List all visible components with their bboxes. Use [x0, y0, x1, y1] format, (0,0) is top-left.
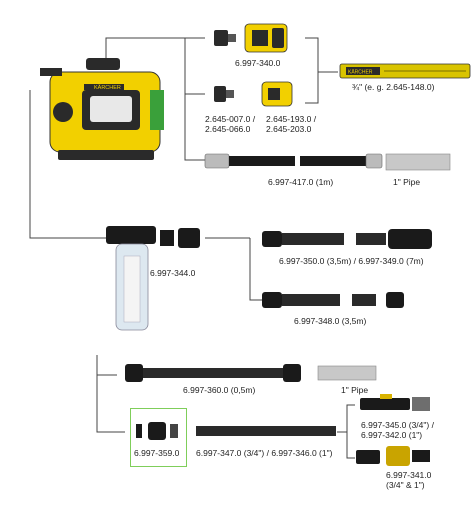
- line-valve-bracket: [346, 404, 355, 459]
- label-adapter-left: 2.645-007.0 / 2.645-066.0: [205, 114, 256, 134]
- suction-hose-short-illustration: [262, 292, 404, 308]
- label-valve-341: 6.997-341.0 (3/4" & 1"): [386, 470, 432, 490]
- valve-345-illustration: [360, 394, 430, 411]
- selected-item-highlight: [130, 408, 187, 467]
- label-flex-hose: 6.997-417.0 (1m): [268, 177, 334, 187]
- suction-hose-long-illustration: [262, 229, 432, 249]
- line-suction-bracket: [249, 238, 262, 301]
- garden-hose-illustration: [339, 63, 471, 79]
- label-hose-347: 6.997-347.0 (3/4") / 6.997-346.0 (1"): [196, 448, 333, 458]
- filter-illustration: [106, 226, 200, 331]
- label-adapter-right: 2.645-193.0 / 2.645-203.0: [266, 114, 317, 134]
- label-pipe-mid: 1" Pipe: [341, 385, 369, 395]
- connection-05m-illustration: [125, 364, 301, 382]
- pump-illustration: [40, 58, 164, 160]
- label-connection-05m: 6.997-360.0 (0,5m): [183, 385, 256, 395]
- line-pump-to-filter: [29, 90, 110, 239]
- label-garden-hose: ¾" (e. g. 2.645-148.0): [352, 82, 435, 92]
- flex-hose-illustration: [204, 153, 383, 169]
- label-valve-345: 6.997-345.0 (3/4") / 6.997-342.0 (1"): [361, 420, 434, 440]
- adapter-illustration: [214, 81, 293, 107]
- pump-brand-label: KÄRCHER: [94, 84, 121, 91]
- valve-341-illustration: [356, 446, 430, 466]
- label-suction-long: 6.997-350.0 (3,5m) / 6.997-349.0 (7m): [279, 256, 424, 266]
- pipe-top-illustration: [385, 153, 451, 171]
- line-bracket-hose: [305, 37, 319, 104]
- label-suction-short: 6.997-348.0 (3,5m): [294, 316, 367, 326]
- pipe-mid-illustration: [317, 365, 377, 381]
- connector-lines: [29, 37, 355, 459]
- label-filter: 6.997-344.0: [150, 268, 196, 278]
- label-connector-359: 6.997-359.0: [134, 448, 180, 458]
- line-filter-down: [96, 355, 117, 376]
- label-pipe-top: 1" Pipe: [393, 177, 421, 187]
- kit-340-illustration: [214, 23, 288, 53]
- hose-347-illustration: [196, 426, 336, 436]
- label-kit-340: 6.997-340.0: [235, 58, 281, 68]
- hose-print-label: KÄRCHER: [348, 69, 373, 76]
- line-lower-branch: [96, 375, 125, 433]
- connector-359-illustration: [136, 422, 178, 440]
